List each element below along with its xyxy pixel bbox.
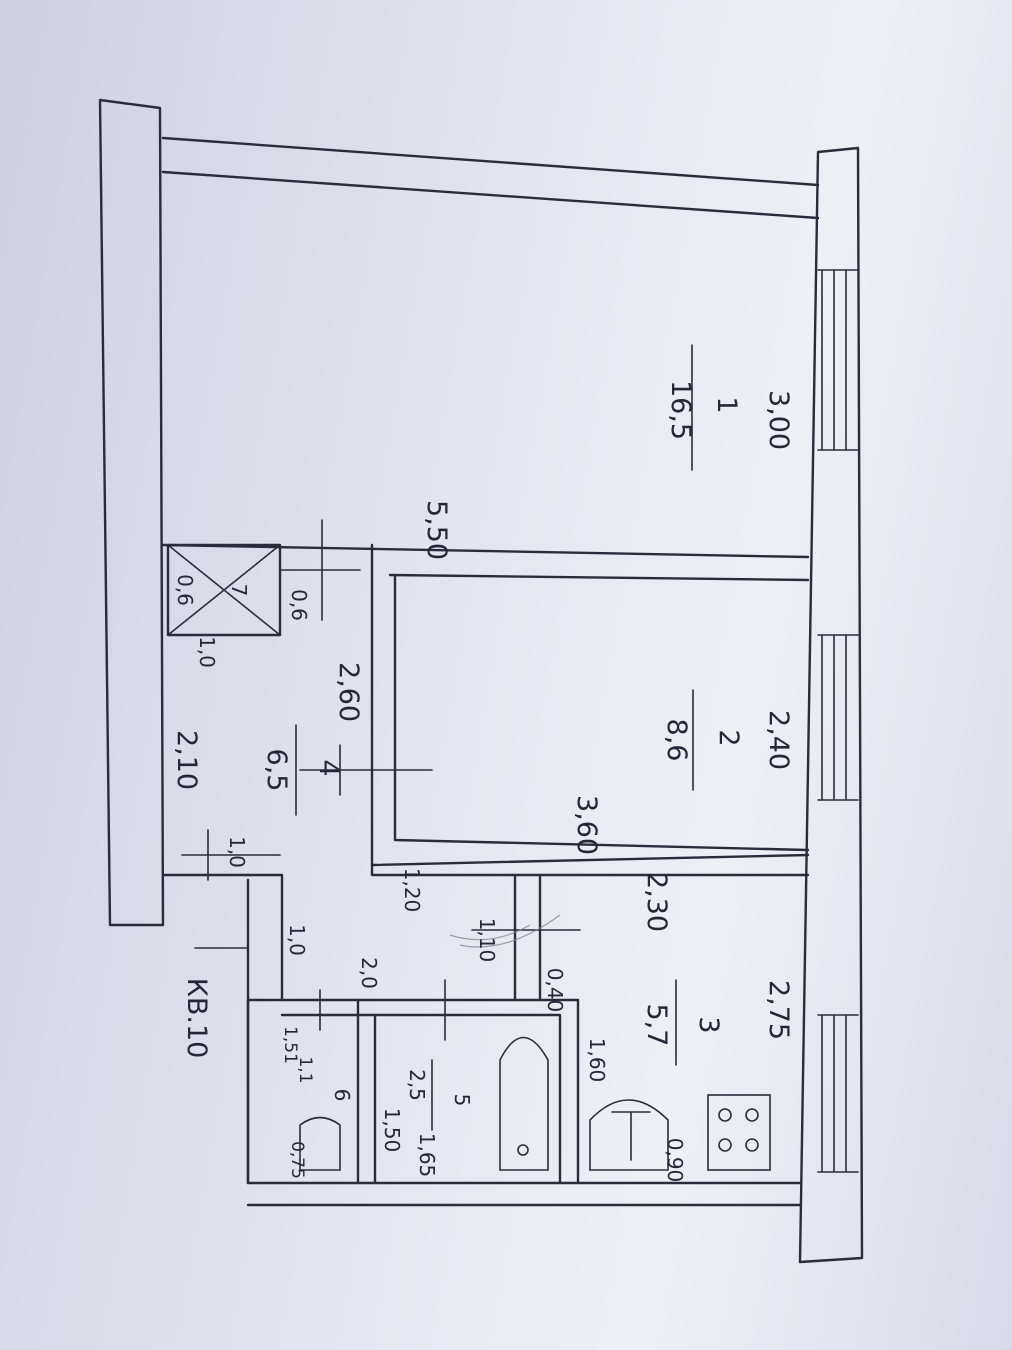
dim-room2-length: 3,60: [571, 795, 602, 855]
wall-room2-room3: [370, 863, 810, 877]
dim-closet-b: 0,6: [287, 589, 311, 621]
dim-room3-width: 2,75: [763, 980, 794, 1040]
wall-room1-top: [161, 136, 820, 220]
dim-corridor-c: 1,0: [285, 924, 309, 956]
stove-burner-icon: [745, 1138, 759, 1152]
dim-room4-length: 2,10: [171, 730, 202, 790]
dimension-ticks: [181, 744, 581, 1041]
room4-area: 6,5: [261, 749, 292, 792]
stove-icon: [707, 1094, 771, 1171]
room3-number: 3: [693, 1016, 724, 1033]
stove-burner-icon: [745, 1108, 759, 1122]
room6-number: 6: [330, 1089, 354, 1102]
windows: [817, 269, 859, 1173]
toilet-icon: [299, 1116, 341, 1171]
wall-bath-wc: [356, 998, 377, 1185]
room2-number: 2: [713, 729, 744, 746]
closet-dim-line: [279, 519, 361, 621]
tick-room4: [299, 744, 433, 796]
bathtub-icon: [499, 1036, 549, 1171]
dim-room1-width: 3,00: [763, 390, 794, 450]
room6-area: 1,1: [295, 1056, 315, 1083]
stove-burner-icon: [718, 1138, 732, 1152]
walls: [98, 98, 864, 1264]
dim-bath-length: 1,65: [415, 1133, 439, 1178]
wall-corridor: [161, 873, 284, 1185]
window-room1: [817, 269, 859, 451]
wall-room1-room2: [161, 543, 810, 582]
room5-area: 2,5: [405, 1069, 429, 1101]
dim-room2-width: 2,40: [763, 710, 794, 770]
room1-area: 16,5: [665, 380, 696, 440]
fixtures: [299, 1036, 771, 1171]
room2-area: 8,6: [661, 719, 692, 762]
dim-room3-length: 2,30: [641, 872, 672, 932]
dim-corridor-d: 2,0: [357, 957, 381, 989]
closet-outline: [166, 543, 282, 637]
dim-room3-small: 0,40: [543, 968, 567, 1013]
room3-area: 5,7: [641, 1004, 672, 1047]
labels: 1 16,5 3,00 5,50 2 8,6 2,40 3,60 2,60 3 …: [171, 344, 794, 1183]
room4-number: 4: [313, 759, 344, 776]
pencil-scribble: [449, 914, 561, 948]
closet-cross: [167, 544, 281, 636]
exterior-wall-left: [98, 98, 165, 927]
dim-room3-stove: 0,90: [663, 1138, 687, 1183]
room1-number: 1: [711, 396, 742, 413]
stove-burner-icon: [718, 1108, 732, 1122]
closet-room7: [166, 519, 361, 637]
sink-icon: [589, 1099, 669, 1171]
room7-number: 7: [227, 584, 251, 597]
dim-room2-side: 2,60: [333, 662, 364, 722]
dim-wc-width: 1,51: [280, 1026, 300, 1064]
dim-closet-a: 0,6: [173, 574, 197, 606]
dim-room3-inner: 1,60: [585, 1038, 609, 1083]
dim-bath-width: 1,50: [380, 1108, 404, 1153]
window-room2: [817, 634, 859, 801]
room5-number: 5: [450, 1094, 474, 1107]
dim-wc-length: 0,75: [287, 1141, 307, 1179]
exterior-wall-right: [798, 146, 864, 1264]
dim-corridor-b: 1,10: [475, 918, 499, 963]
exterior-wall-bottom: [246, 1181, 802, 1207]
dim-room1-length: 5,50: [421, 500, 452, 560]
apartment-label: КВ.10: [181, 978, 212, 1059]
window-room3: [817, 1014, 859, 1173]
dim-corridor-a: 1,20: [400, 868, 424, 913]
tick-hall-door: [181, 829, 281, 881]
dim-closet-c: 1,0: [195, 636, 219, 668]
bathtub-drain-icon: [517, 1144, 529, 1156]
dim-hall-door: 1,0: [225, 836, 249, 868]
